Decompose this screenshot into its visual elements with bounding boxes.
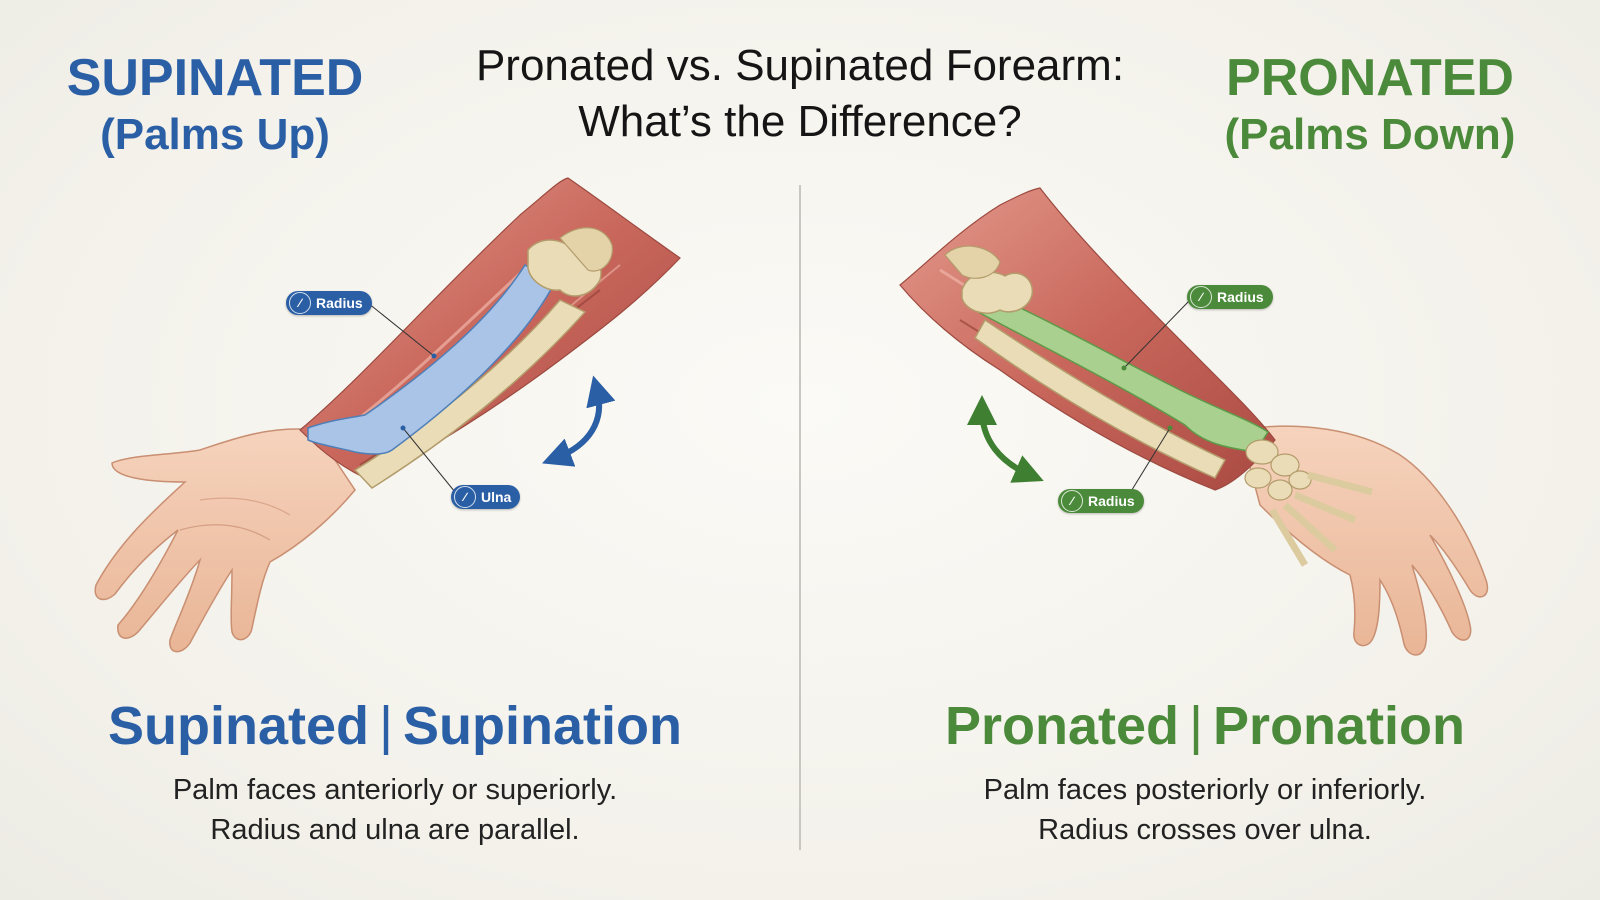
title-line-1: Pronated vs. Supinated Forearm:	[475, 41, 1125, 90]
supinated-ulna-label: ∕ Ulna	[451, 485, 521, 509]
supination-action: Supination	[403, 696, 682, 756]
pronation-description: Palm faces posteriorly or inferiorly. Ra…	[870, 770, 1540, 850]
supinated-rotation-arrow-icon	[541, 375, 616, 467]
pronated-rotation-arrow-icon	[967, 395, 1044, 483]
pronation-action: Pronation	[1213, 696, 1466, 756]
pronation-heading: Pronated|Pronation	[870, 695, 1540, 757]
pronated-term: Pronated	[944, 696, 1179, 756]
bone-icon: ∕	[1190, 286, 1212, 308]
supinated-radius-label: ∕ Radius	[286, 291, 372, 315]
supination-heading: Supinated|Supination	[60, 695, 730, 757]
bone-icon: ∕	[1061, 490, 1083, 512]
title-line-2: What’s the Difference?	[578, 97, 1022, 146]
supinated-radius-bone	[307, 263, 556, 455]
bone-icon: ∕	[289, 292, 311, 314]
center-divider	[799, 185, 801, 850]
page-title: Pronated vs. Supinated Forearm: What’s t…	[400, 38, 1200, 150]
pronation-description-line-1: Palm faces posteriorly or inferiorly.	[983, 774, 1427, 806]
bone-icon: ∕	[454, 486, 476, 508]
pronated-ulna-bone	[974, 318, 1227, 479]
separator: |	[379, 696, 394, 756]
supinated-hand	[94, 428, 356, 653]
pronation-description-line-2: Radius crosses over ulna.	[1038, 814, 1372, 846]
supinated-heading: SUPINATED	[66, 49, 364, 107]
supination-description-line-1: Palm faces anteriorly or superiorly.	[172, 774, 618, 806]
separator: |	[1189, 696, 1204, 756]
supination-description: Palm faces anteriorly or superiorly. Rad…	[60, 770, 730, 850]
pronated-corner-title: PRONATED (Palms Down)	[1210, 49, 1530, 160]
supinated-corner-title: SUPINATED (Palms Up)	[55, 49, 375, 160]
pronated-radius-label-top: ∕ Radius	[1187, 285, 1273, 309]
supinated-subheading: (Palms Up)	[100, 110, 330, 160]
supinated-term: Supinated	[107, 696, 369, 756]
supinated-arm	[94, 177, 681, 653]
pronated-radius-label-bottom: ∕ Radius	[1058, 489, 1144, 513]
pronated-subheading: (Palms Down)	[1224, 110, 1516, 160]
pronated-arm	[899, 187, 1489, 656]
pronated-heading: PRONATED	[1226, 49, 1514, 107]
supination-description-line-2: Radius and ulna are parallel.	[210, 814, 580, 846]
